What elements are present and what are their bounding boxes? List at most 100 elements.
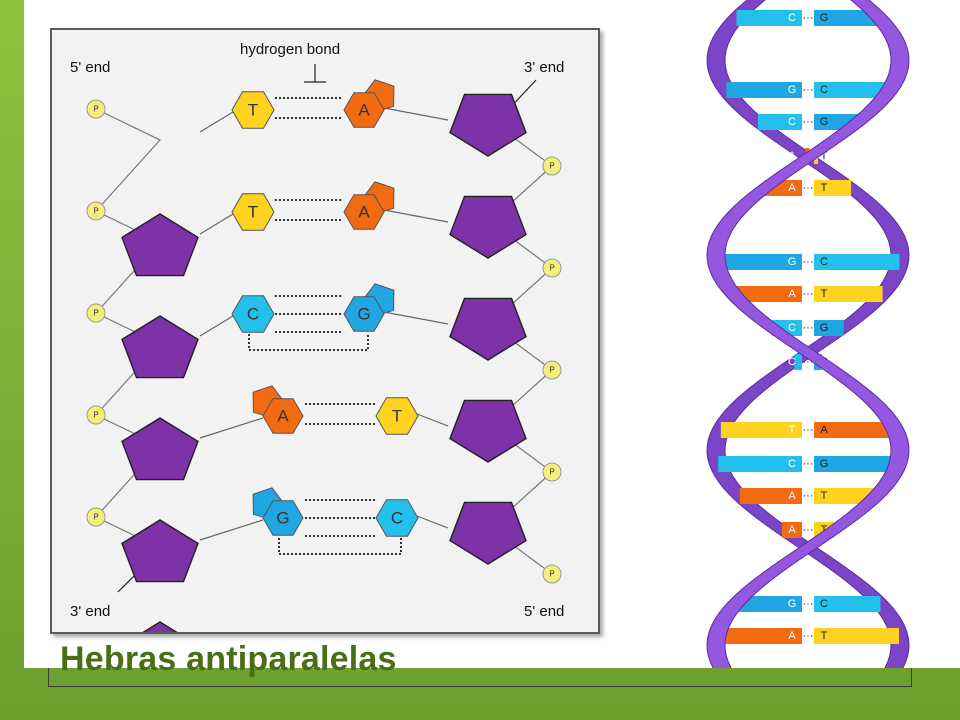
rung-right-1 (814, 10, 880, 26)
helix-rung-12: A···T (739, 488, 877, 504)
rung-bond-2: ··· (803, 84, 814, 96)
rung-letter-b-5: T (821, 182, 828, 194)
helix-rung-7: A···T (733, 286, 883, 302)
rung-bond-3: ··· (803, 116, 814, 128)
rung-bond-13: ··· (803, 524, 814, 536)
sugar-right-4 (449, 399, 527, 463)
helix-rung-8: C···G (772, 320, 844, 336)
helix-strand-front (706, 0, 910, 668)
helix-strand-back (706, 0, 910, 668)
base-letter-left-1: T (248, 101, 258, 120)
phosphate-label: P (549, 366, 554, 375)
rung-right-14 (814, 596, 881, 612)
rung-left-6 (716, 254, 802, 270)
rung-right-6 (814, 254, 900, 270)
helix-rung-15: A···T (717, 628, 899, 644)
helix-rung-14: G···C (735, 596, 881, 612)
rung-letter-a-2: G (788, 84, 797, 96)
rung-bond-6: ··· (803, 256, 814, 268)
base-letter-left-4: A (277, 407, 289, 426)
base-pair-row-1: P P T A (86, 79, 562, 277)
rung-letter-b-14: C (820, 598, 828, 610)
rung-bond-8: ··· (803, 322, 814, 334)
phosphate-right-2 (542, 258, 562, 278)
rung-left-11 (718, 456, 802, 472)
label-5-end-bottom: 5' end (524, 603, 564, 620)
sugar-left-5 (142, 621, 178, 632)
rung-left-7 (733, 286, 802, 302)
sugar-right-1 (449, 93, 527, 157)
helix-rung-10: T···A (720, 422, 896, 438)
phosphate-right-1 (542, 156, 562, 176)
rung-left-15 (717, 628, 802, 644)
phosphate-label: P (93, 105, 98, 114)
rung-letter-b-1: G (820, 12, 829, 24)
left-backbone (95, 108, 161, 549)
hydrogen-bond-pointer (304, 64, 326, 83)
base-G-right-3 (343, 296, 385, 332)
rung-bond-12: ··· (803, 490, 814, 502)
sugar-left-1 (121, 213, 199, 277)
glycosidic-right (383, 209, 449, 223)
rung-letter-a-6: G (788, 256, 797, 268)
rung-letter-b-3: G (820, 116, 829, 128)
base-T-left-1 (231, 91, 275, 129)
caption-frame-left (48, 668, 49, 687)
caption-frame-right (911, 668, 912, 687)
hydrogen-bond-lower-5 (278, 538, 402, 555)
rung-letter-a-3: C (788, 116, 796, 128)
rung-letter-a-1: C (788, 12, 796, 24)
rung-letter-b-7: T (821, 288, 828, 300)
rung-left-1 (736, 10, 802, 26)
sugar-left-4 (121, 519, 199, 583)
phosphate-label: P (93, 207, 98, 216)
sugar-left-3 (121, 417, 199, 481)
rung-left-3 (757, 114, 802, 130)
glycosidic-left (199, 417, 264, 439)
phosphate-right-3 (542, 360, 562, 380)
helix-svg: C···GG···CC···GA···TA···TG···CA···TC···G… (706, 0, 910, 668)
base-A-right-1 (343, 92, 385, 128)
label-3-end-bottom: 3' end (70, 603, 110, 620)
rung-letter-b-2: C (820, 84, 828, 96)
rung-letter-a-9: C (788, 356, 796, 368)
rung-bond-15: ··· (803, 630, 814, 642)
phosphate-left-1 (86, 99, 106, 119)
phosphate-left-5 (86, 507, 106, 527)
label-3-end-top: 3' end (524, 59, 564, 76)
rung-letter-a-8: C (788, 322, 796, 334)
slide-caption: Hebras antiparalelas (60, 640, 397, 678)
glycosidic-left (199, 213, 234, 235)
base-letter-right-5: C (391, 509, 403, 528)
rung-letter-b-6: C (820, 256, 828, 268)
rung-bond-11: ··· (803, 458, 814, 470)
base-letter-right-3: G (357, 305, 370, 324)
helix-front-strand (706, 0, 910, 668)
glycosidic-left (199, 111, 234, 133)
rung-bond-7: ··· (803, 288, 814, 300)
base-C-left-3 (231, 295, 275, 333)
glycosidic-left (199, 519, 264, 541)
sugar-right-5 (449, 501, 527, 565)
base-letter-right-2: A (358, 203, 370, 222)
helix-rung-1: C···G (736, 10, 880, 26)
rung-letter-b-4: T (821, 150, 828, 162)
base-letter-right-4: T (392, 407, 402, 426)
glycosidic-right (383, 107, 449, 121)
right-backbone (489, 119, 553, 575)
phosphate-label: P (549, 570, 554, 579)
rung-letter-b-15: T (821, 630, 828, 642)
phosphate-label: P (549, 264, 554, 273)
label-5-end-top: 5' end (70, 59, 110, 76)
pairing-svg: 5' end hydrogen bond 3' end 3' end 5' en… (70, 41, 564, 632)
base-letter-left-5: G (276, 509, 289, 528)
phosphate-label: P (549, 162, 554, 171)
rung-letter-a-13: A (788, 524, 796, 536)
base-A-left-4 (262, 398, 304, 434)
rung-left-2 (726, 82, 802, 98)
helix-rung-6: G ··· C (716, 254, 900, 270)
rung-bond-14: ··· (803, 598, 814, 610)
rung-left-9 (794, 354, 802, 370)
rung-left-14 (735, 596, 802, 612)
sugar-right-3 (449, 297, 527, 361)
